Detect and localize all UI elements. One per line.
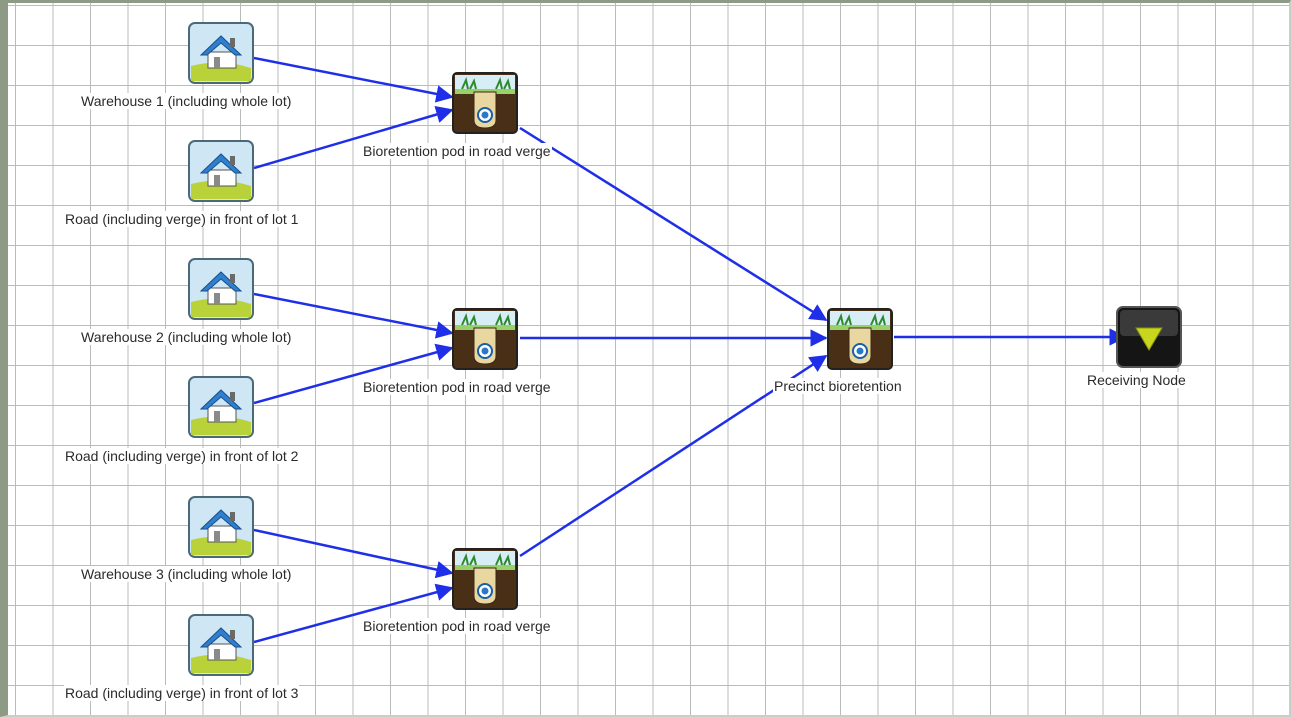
bioretention-icon (452, 72, 518, 134)
label-road2: Road (including verge) in front of lot 2 (64, 448, 300, 464)
node-precinct[interactable] (827, 308, 893, 370)
label-warehouse3: Warehouse 3 (including whole lot) (80, 566, 293, 582)
node-road3[interactable] (188, 614, 254, 676)
node-pod2[interactable] (452, 308, 518, 370)
node-warehouse1[interactable] (188, 22, 254, 84)
house-icon (188, 376, 254, 438)
label-road1: Road (including verge) in front of lot 1 (64, 211, 300, 227)
house-icon (188, 22, 254, 84)
label-pod3: Bioretention pod in road verge (362, 618, 552, 634)
node-pod1[interactable] (452, 72, 518, 134)
label-receiving: Receiving Node (1086, 372, 1187, 388)
node-receiving[interactable] (1116, 306, 1182, 368)
house-icon (188, 258, 254, 320)
label-pod2: Bioretention pod in road verge (362, 379, 552, 395)
bioretention-icon (452, 548, 518, 610)
receiving-node-icon (1116, 306, 1182, 368)
node-road1[interactable] (188, 140, 254, 202)
label-pod1: Bioretention pod in road verge (362, 143, 552, 159)
bioretention-icon (452, 308, 518, 370)
node-pod3[interactable] (452, 548, 518, 610)
node-warehouse3[interactable] (188, 496, 254, 558)
house-icon (188, 496, 254, 558)
house-icon (188, 140, 254, 202)
label-warehouse2: Warehouse 2 (including whole lot) (80, 329, 293, 345)
node-warehouse2[interactable] (188, 258, 254, 320)
node-road2[interactable] (188, 376, 254, 438)
label-warehouse1: Warehouse 1 (including whole lot) (80, 93, 293, 109)
bioretention-icon (827, 308, 893, 370)
house-icon (188, 614, 254, 676)
label-road3: Road (including verge) in front of lot 3 (64, 685, 300, 701)
label-precinct: Precinct bioretention (773, 378, 903, 394)
